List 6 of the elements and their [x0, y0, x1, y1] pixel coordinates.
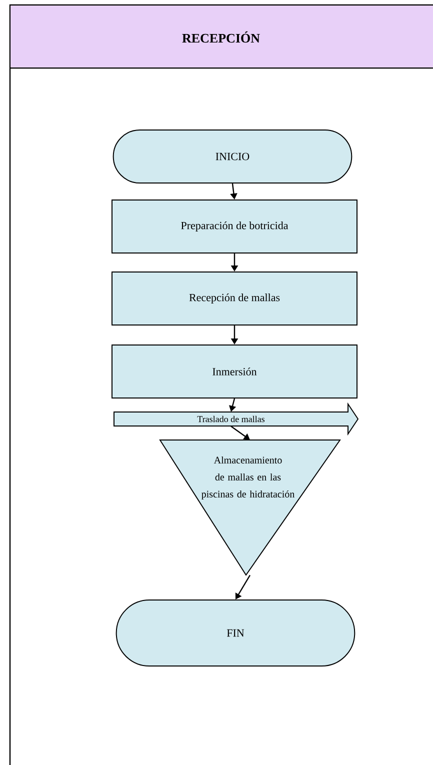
process-box: Recepción de mallas — [112, 272, 358, 326]
lane-header: RECEPCIÓN — [10, 6, 433, 68]
arrow — [230, 426, 250, 440]
process-box: Preparación de botricida — [112, 200, 358, 254]
process-box: Inmersión — [112, 344, 358, 398]
arrow — [235, 574, 251, 600]
